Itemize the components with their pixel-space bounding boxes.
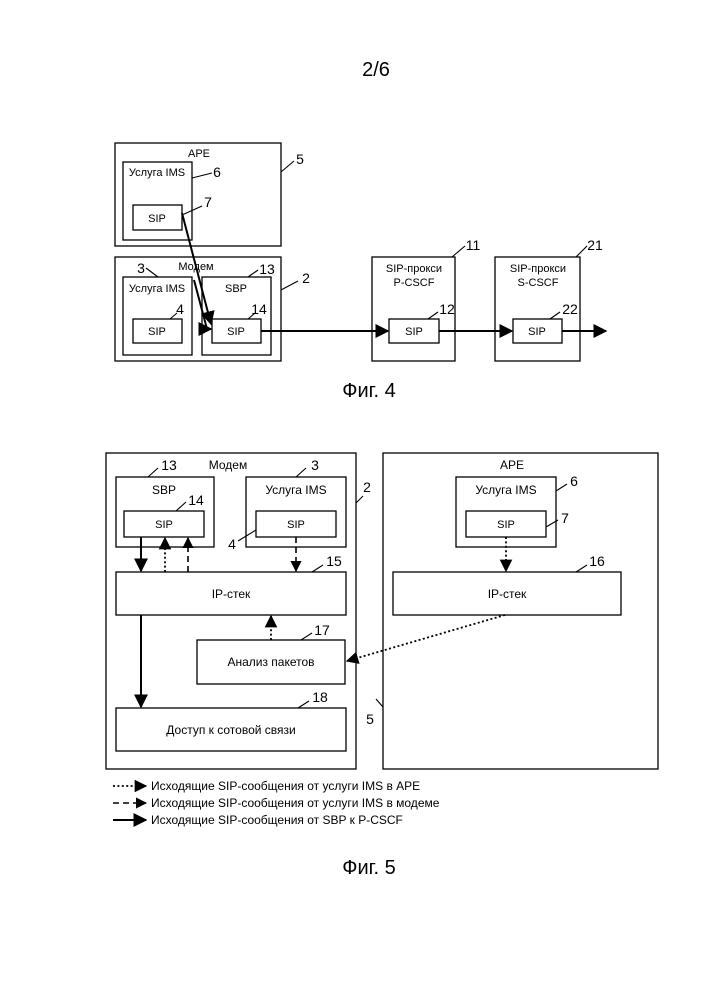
legend-solid-text: Исходящие SIP-сообщения от SBP к P-CSCF (151, 813, 403, 827)
fig5-ims-modem-num: 3 (311, 457, 319, 473)
fig4-sbp-title: SBP (225, 283, 247, 295)
fig5-sip-ape-label: SIP (497, 519, 515, 531)
page-number: 2/6 (362, 59, 390, 81)
fig4-ims-ape-title: Услуга IMS (129, 167, 185, 179)
fig4-sbp-num: 13 (259, 261, 275, 277)
fig5-arrow-ipstack-ape-to-analysis (347, 615, 505, 661)
fig5-packet-analysis-label: Анализ пакетов (227, 655, 314, 669)
fig4-sip-scscf-label: SIP (528, 326, 546, 338)
fig4-modem-num: 2 (302, 270, 310, 286)
fig5-ims-modem-title: Услуга IMS (265, 483, 326, 497)
fig5: Модем 2 APE 5 SBP 13 SIP 14 Услуга IMS 3… (106, 453, 658, 879)
fig5-ipstack-modem-num: 15 (326, 553, 342, 569)
fig4-sip-pcscf-leader (428, 312, 438, 319)
fig4-pcscf-title2: P-CSCF (394, 277, 435, 289)
fig5-sip-modem-leader (238, 530, 256, 541)
fig5-sip-modem-num: 4 (228, 536, 236, 552)
fig5-caption: Фиг. 5 (342, 857, 395, 879)
fig4-scscf-title1: SIP-прокси (510, 263, 566, 275)
fig4-caption: Фиг. 4 (342, 380, 395, 402)
fig4-ims-modem-title: Услуга IMS (129, 283, 185, 295)
fig5-modem-title: Модем (209, 458, 247, 472)
fig5-sip-sbp-leader (176, 502, 186, 511)
fig5-sip-sbp-label: SIP (155, 519, 173, 531)
fig5-packet-analysis-num: 17 (314, 622, 330, 638)
fig4-sip-scscf-num: 22 (562, 301, 578, 317)
fig4-sip-ape-label: SIP (148, 213, 166, 225)
fig5-ipstack-ape-label: IP-стек (488, 587, 527, 601)
fig4-sip-pcscf-label: SIP (405, 326, 423, 338)
fig5-packet-analysis-leader (301, 633, 312, 640)
fig5-sbp-leader (148, 468, 158, 477)
fig4-ims-ape-num: 6 (213, 164, 221, 180)
fig4-ims-ape-leader (192, 173, 212, 178)
fig4-ape-num: 5 (296, 151, 304, 167)
fig4-sip-ape-num: 7 (204, 194, 212, 210)
fig5-ape-num: 5 (366, 711, 374, 727)
fig5-sbp-title: SBP (152, 483, 176, 497)
fig4-pcscf-num: 11 (466, 237, 481, 253)
fig5-modem-leader (356, 496, 363, 503)
fig4-scscf-num: 21 (587, 237, 603, 253)
fig4-sbp-leader (248, 270, 258, 277)
fig5-cellular-access-num: 18 (312, 689, 328, 705)
fig5-ims-modem-leader (296, 468, 306, 477)
fig4-pcscf-leader (452, 246, 465, 257)
fig4-ape-title: APE (188, 148, 210, 160)
fig5-ipstack-modem-leader (312, 565, 323, 572)
fig5-sip-sbp-num: 14 (188, 492, 204, 508)
fig4-sip-modem-label: SIP (148, 326, 166, 338)
fig5-modem-box (106, 453, 356, 769)
fig4-sip-sbp-label: SIP (227, 326, 245, 338)
legend-dashed-text: Исходящие SIP-сообщения от услуги IMS в … (151, 796, 440, 810)
fig5-ipstack-modem-label: IP-стек (212, 587, 251, 601)
fig5-ape-title: APE (500, 458, 524, 472)
fig4-ims-modem-leader (146, 268, 158, 277)
fig4-sip-modem-num: 4 (176, 301, 184, 317)
legend-dotted-text: Исходящие SIP-сообщения от услуги IMS в … (151, 779, 420, 793)
fig5-cellular-access-label: Доступ к сотовой связи (166, 723, 295, 737)
fig5-sip-modem-label: SIP (287, 519, 305, 531)
fig5-ape-leader (376, 699, 383, 707)
fig4-scscf-title2: S-CSCF (518, 277, 559, 289)
fig4-scscf-leader (576, 246, 587, 257)
fig5-sip-ape-num: 7 (561, 510, 569, 526)
fig4-sip-scscf-leader (550, 312, 560, 319)
fig5-ims-ape-leader (556, 484, 567, 491)
fig4-pcscf-title1: SIP-прокси (386, 263, 442, 275)
fig5-modem-num: 2 (363, 479, 371, 495)
fig4-modem-leader (281, 281, 298, 290)
fig4: APE 5 Услуга IMS 6 SIP 7 Модем 2 Услуга … (115, 143, 606, 402)
fig4-ape-leader (281, 161, 294, 172)
fig4-ims-modem-num: 3 (137, 260, 145, 276)
fig5-ipstack-ape-num: 16 (589, 553, 605, 569)
fig5-cellular-access-leader (298, 701, 309, 708)
fig5-sbp-num: 13 (161, 457, 177, 473)
legend: Исходящие SIP-сообщения от услуги IMS в … (113, 779, 440, 827)
fig5-ims-ape-title: Услуга IMS (475, 483, 536, 497)
fig4-sip-pcscf-num: 12 (439, 301, 455, 317)
fig5-ape-box (383, 453, 658, 769)
fig5-ims-ape-num: 6 (570, 473, 578, 489)
fig5-ipstack-ape-leader (576, 565, 587, 572)
